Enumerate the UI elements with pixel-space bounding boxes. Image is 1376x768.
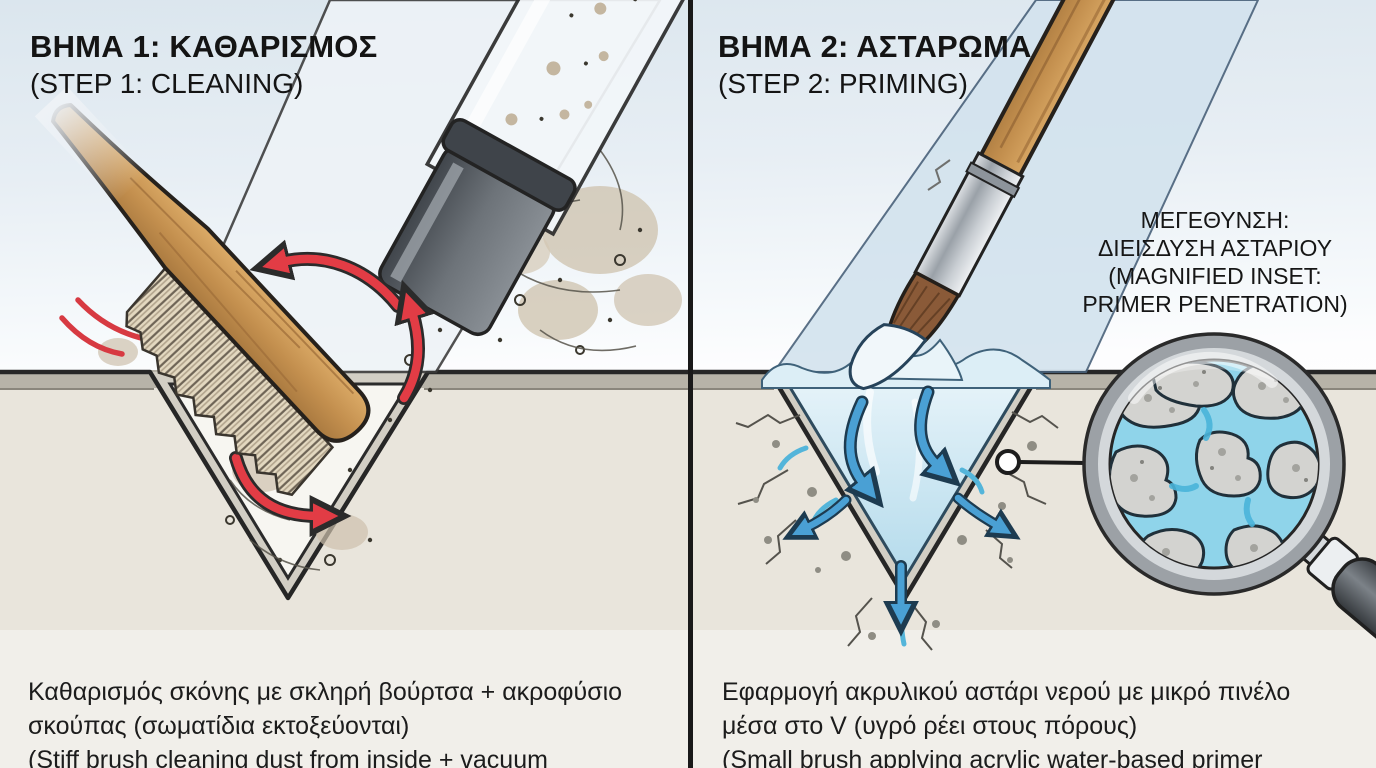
red-arrow-icon <box>229 451 352 537</box>
blue-arrow-icon <box>782 494 852 540</box>
step2-subtitle: (STEP 2: PRIMING) <box>718 68 968 99</box>
scrub-brush-illustration <box>34 86 371 497</box>
step1-subtitle: (STEP 1: CLEANING) <box>30 68 304 99</box>
step1-caption-english: (Stiff brush cleaning dust from inside +… <box>28 746 548 768</box>
step2-caption-greek: Εφαρμογή ακρυλικού αστάρι νερού με μικρό… <box>722 678 1291 740</box>
red-arrow-icon <box>394 279 435 405</box>
panel-step1-illustration <box>0 0 808 630</box>
panel-divider <box>688 0 693 768</box>
brush-bristles <box>125 266 335 497</box>
primer-flow-arrows <box>782 385 1021 637</box>
paintbrush-wet-tip <box>848 323 928 391</box>
paint-brush-illustration <box>848 0 1142 391</box>
step1-title-block: ΒΗΜΑ 1: ΚΑΘΑΡΙΣΜΟΣ (STEP 1: CLEANING) <box>30 28 377 102</box>
step1-title: ΒΗΜΑ 1: ΚΑΘΑΡΙΣΜΟΣ <box>30 29 378 64</box>
step1-caption: Καθαρισμός σκόνης με σκληρή βούρτσα + ακ… <box>28 641 678 768</box>
suction-arrows <box>59 239 435 537</box>
callout-connector <box>995 449 1087 475</box>
blue-arrow-icon <box>914 385 962 487</box>
panel-step2-illustration <box>693 0 1376 694</box>
step2-title-block: ΒΗΜΑ 2: ΑΣΤΑΡΩΜΑ (STEP 2: PRIMING) <box>718 28 1032 102</box>
red-arrow-icon <box>249 239 405 313</box>
step1-caption-greek: Καθαρισμός σκόνης με σκληρή βούρτσα + ακ… <box>28 678 623 740</box>
magnified-inset-label: ΜΕΓΕΘΥΝΣΗ: ΔΙΕΙΣΔΥΣΗ ΑΣΤΑΡΙΟΥ (MAGNIFIED… <box>1082 207 1348 317</box>
blue-arrow-icon <box>952 492 1021 540</box>
hose-debris <box>505 0 638 126</box>
step2-caption-english: (Small brush applying acrylic water-base… <box>722 746 1263 768</box>
blue-arrow-icon <box>843 395 884 509</box>
magnifier-inset-illustration <box>1082 332 1376 694</box>
step2-title: ΒΗΜΑ 2: ΑΣΤΑΡΩΜΑ <box>718 29 1032 64</box>
step2-caption: Εφαρμογή ακρυλικού αστάρι νερού με μικρό… <box>722 641 1367 768</box>
